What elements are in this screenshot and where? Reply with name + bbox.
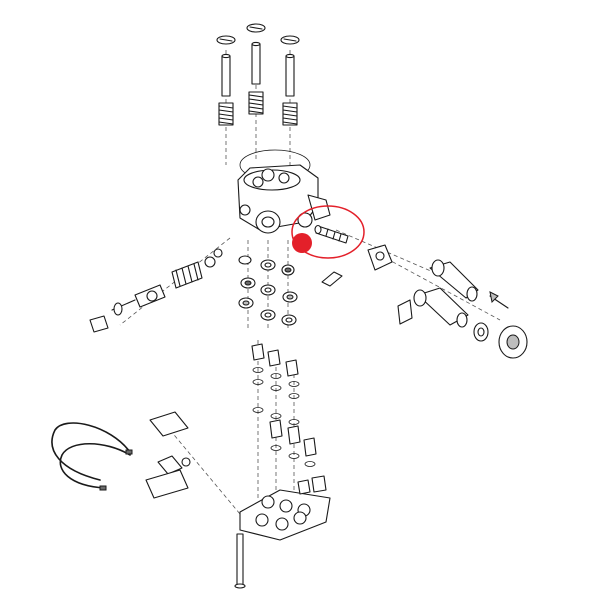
piston-assembly-right (280, 35, 300, 126)
pressure-switch-wiring (51, 411, 191, 499)
piston-assembly-left (216, 35, 236, 126)
right-side-parts (321, 244, 528, 359)
pump-head-body (237, 149, 331, 234)
unloader-assembly-left (89, 248, 223, 333)
valve-seal-set (238, 255, 298, 326)
check-valve-stack (251, 343, 317, 467)
highlighted-valve-part (291, 205, 365, 259)
selection-marker (292, 233, 312, 253)
manifold-base (234, 475, 331, 589)
piston-assembly-center (246, 23, 266, 115)
